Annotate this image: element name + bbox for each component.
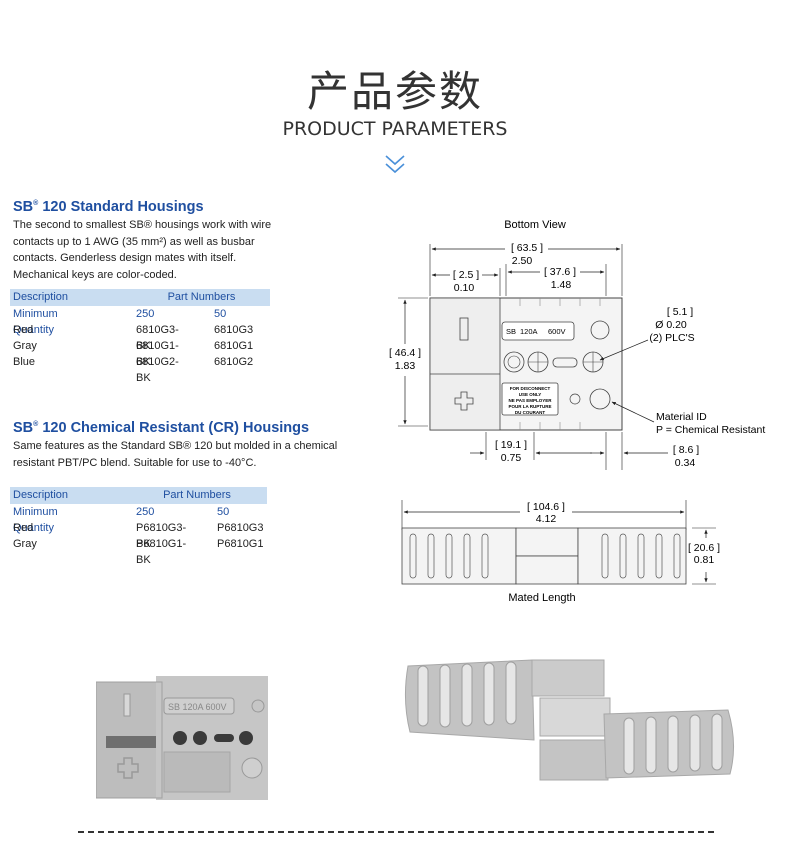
housing-label-120a: 120A <box>520 327 538 336</box>
material-id-label: Material ID <box>656 411 707 423</box>
table-row-part-a: P6810G1-BK <box>136 538 187 566</box>
dim-0-10: 0.10 <box>454 282 475 294</box>
dim-0-34: 0.34 <box>675 457 696 469</box>
bottom-view-label: Bottom View <box>504 219 566 231</box>
dim-0-81: 0.81 <box>694 554 715 566</box>
housing-label-600v: 600V <box>548 327 566 336</box>
page-title-en: PRODUCT PARAMETERS <box>282 118 508 140</box>
dim-104-6: [ 104.6 ] <box>527 501 565 513</box>
dim-19-1: [ 19.1 ] <box>495 439 527 451</box>
housing-label-sb: SB <box>506 327 516 336</box>
dim-0-75: 0.75 <box>501 452 522 464</box>
table-row-part-a: 6810G2-BK <box>136 356 179 384</box>
table-row-part-a: P6810G3-BK <box>136 522 187 550</box>
col-part-numbers: Part Numbers <box>133 289 270 306</box>
warning-line-4: POUR LA RUPTURE <box>508 404 551 409</box>
table-row-part-b: P6810G3 <box>217 522 264 534</box>
dim-2-5: [ 2.5 ] <box>453 269 479 281</box>
table-row-color: Red <box>13 522 34 534</box>
dim-1-48: 1.48 <box>551 279 572 291</box>
connector-photo-front: SB 120A 600V <box>96 676 268 800</box>
table-row-color: Blue <box>13 356 36 368</box>
table-row-color: Gray <box>13 340 37 352</box>
section-divider <box>78 831 714 833</box>
table-row-part-b: 6810G3 <box>214 324 254 336</box>
table-row-part-b: 6810G2 <box>214 356 254 368</box>
chemical-description: Same features as the Standard SB® 120 bu… <box>13 440 338 469</box>
table-row-color: Gray <box>13 538 37 550</box>
dim-20-6: [ 20.6 ] <box>688 542 720 554</box>
dim-46-4: [ 46.4 ] <box>389 347 421 359</box>
table-row-part-b: 6810G1 <box>214 340 254 352</box>
standard-description: The second to smallest SB® housings work… <box>13 219 272 281</box>
table-row-color: Red <box>13 324 34 336</box>
min-qty-label: Minimum Quantity <box>13 506 58 534</box>
dim-4-12: 4.12 <box>536 513 557 525</box>
plcs-label: (2) PLC'S <box>649 332 694 344</box>
dim-37-6: [ 37.6 ] <box>544 266 576 278</box>
chemical-title: SB® 120 Chemical Resistant (CR) Housings <box>13 420 310 436</box>
warning-line-2: USE ONLY <box>519 392 542 397</box>
warning-line-5: DU COURANT <box>515 410 545 415</box>
dim-2-50: 2.50 <box>512 255 533 267</box>
warning-line-3: NE PAS EMPLOYER <box>509 398 553 403</box>
mated-length-label: Mated Length <box>508 592 575 604</box>
table-row-part-a: 6810G1-BK <box>136 340 179 368</box>
dim-63-5: [ 63.5 ] <box>511 242 543 254</box>
table-row-part-a: 6810G3-BK <box>136 324 179 352</box>
photo-label: SB 120A 600V <box>168 702 227 712</box>
qty-b: 50 <box>217 506 230 518</box>
col-description: Description <box>10 289 133 306</box>
warning-line-1: FOR DISCONNECT <box>510 386 551 391</box>
dim-1-83: 1.83 <box>395 360 416 372</box>
double-chevron-down-icon <box>385 155 405 174</box>
col-description: Description <box>10 487 127 504</box>
dim-dia-0-20: Ø 0.20 <box>655 319 687 331</box>
qty-a: 250 <box>136 308 155 320</box>
dim-5-1: [ 5.1 ] <box>667 306 693 318</box>
material-p-label: P = Chemical Resistant <box>656 424 765 436</box>
col-part-numbers: Part Numbers <box>127 487 267 504</box>
technical-drawing: Bottom View [ 63.5 ] 2.50 [ 2.5 ] 0.10 [… <box>389 219 765 604</box>
qty-b: 50 <box>214 308 227 320</box>
table-row-part-b: P6810G1 <box>217 538 264 550</box>
dim-8-6: [ 8.6 ] <box>673 444 699 456</box>
page-title-cn: 产品参数 <box>306 67 483 116</box>
min-qty-label: Minimum Quantity <box>13 308 58 336</box>
standard-title: SB® 120 Standard Housings <box>13 199 204 215</box>
qty-a: 250 <box>136 506 155 518</box>
connector-photo-mated <box>404 659 735 781</box>
